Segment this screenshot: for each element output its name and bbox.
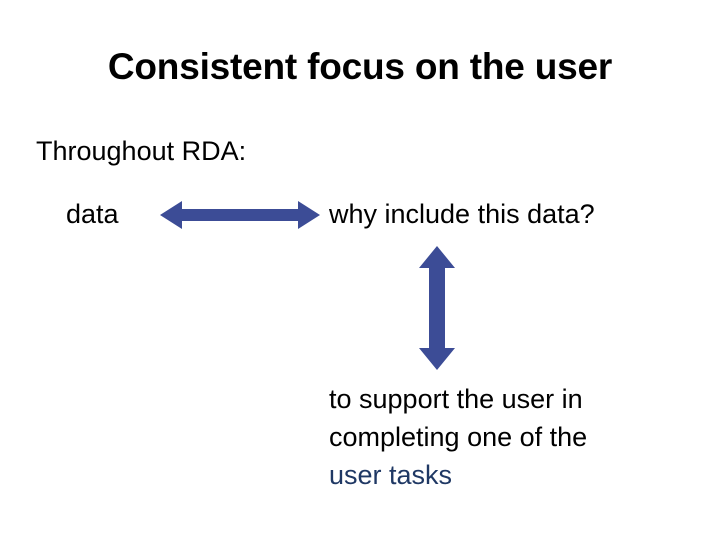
- answer-text-block: to support the user in completing one of…: [329, 380, 669, 494]
- answer-line-3-user-tasks: user tasks: [329, 460, 453, 490]
- question-label: why include this data?: [329, 199, 595, 229]
- data-label: data: [66, 199, 119, 229]
- double-headed-vertical-arrow-icon: [415, 246, 459, 370]
- page-title: Consistent focus on the user: [107, 46, 613, 87]
- vertical-arrow-shape: [419, 246, 455, 370]
- lead-in-text: Throughout RDA:: [36, 136, 247, 166]
- horizontal-arrow-shape: [160, 201, 320, 229]
- answer-line-1: to support the user in: [329, 384, 583, 414]
- double-headed-horizontal-arrow-icon: [160, 198, 320, 232]
- answer-line-2: completing one of the: [329, 422, 588, 452]
